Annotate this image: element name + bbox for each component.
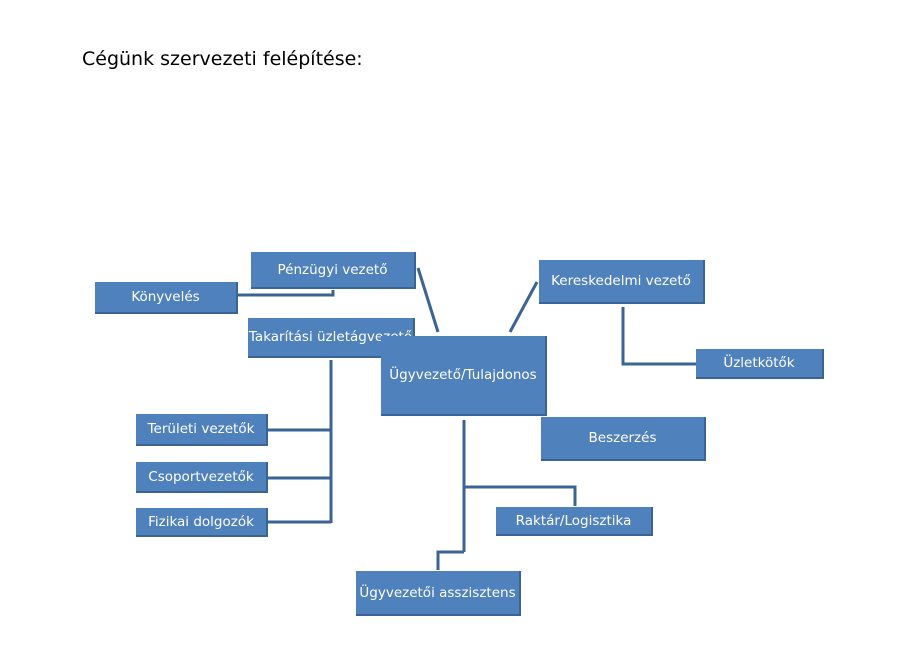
- node-assistant: Ügyvezetői asszisztens: [356, 571, 521, 616]
- node-workers: Fizikai dolgozók: [136, 508, 268, 537]
- node-procurement: Beszerzés: [541, 417, 706, 461]
- node-dealers: Üzletkötők: [696, 349, 824, 379]
- connector-ceo-commercial: [508, 281, 539, 333]
- connector-ceo-finance: [416, 267, 440, 333]
- node-ceo: Ügyvezető/Tulajdonos: [381, 336, 547, 416]
- node-finance: Pénzügyi vezető: [251, 252, 416, 289]
- node-regional: Területi vezetők: [136, 414, 268, 446]
- node-commercial: Kereskedelmi vezető: [539, 260, 705, 304]
- node-warehouse: Raktár/Logisztika: [496, 507, 653, 536]
- connector-ceo-assistant: [436, 550, 464, 570]
- connector-finance-bookkeeping: [238, 290, 335, 297]
- node-bookkeeping: Könyvelés: [95, 282, 238, 314]
- connector-commercial-dealers: [621, 307, 697, 366]
- connector-ceo-warehouse: [464, 485, 577, 506]
- page-title: Cégünk szervezeti felépítése:: [82, 48, 363, 70]
- node-group: Csoportvezetők: [136, 462, 268, 493]
